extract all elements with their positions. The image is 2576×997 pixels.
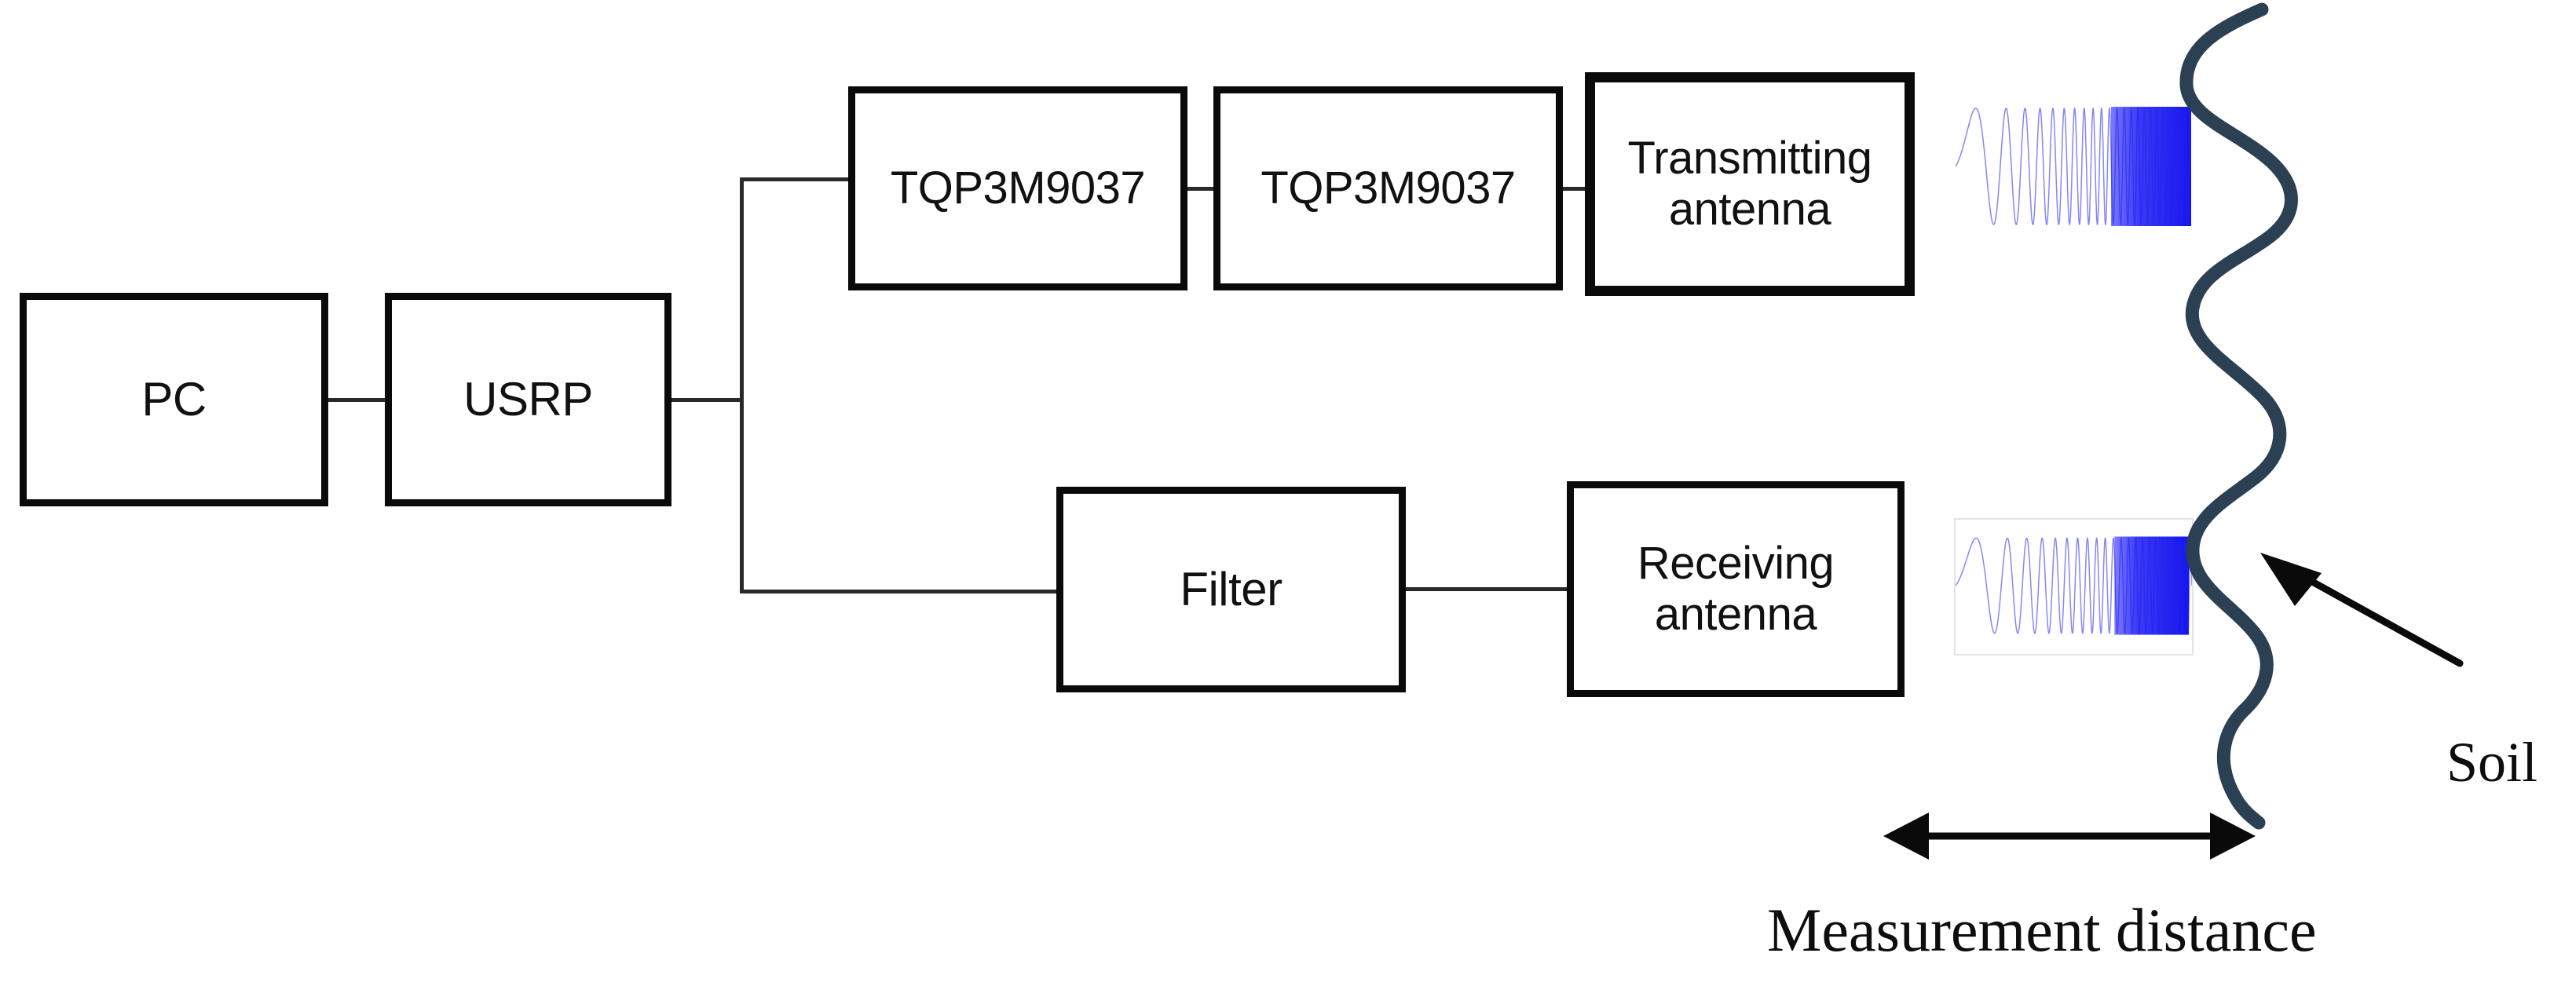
- measurement-distance-label: Measurement distance: [1767, 896, 2317, 964]
- chirp-trace: [1956, 536, 2192, 635]
- wire-pc-to-usrp: [328, 398, 386, 402]
- arrow-head-right-icon: [2210, 813, 2256, 860]
- block-usrp-label: USRP: [463, 373, 593, 426]
- soil-label: Soil: [2446, 731, 2538, 794]
- received-chirp-svg: [1956, 536, 2192, 635]
- wire-usrp-output: [670, 398, 742, 402]
- wire-to-amplifier-1: [740, 177, 851, 181]
- block-transmitting-antenna[interactable]: Transmitting antenna: [1585, 72, 1915, 296]
- soil-pointer-arrow-svg: [2260, 553, 2464, 667]
- chirp-polyline: [1956, 106, 2191, 227]
- wire-to-filter: [740, 590, 1059, 593]
- block-filter[interactable]: Filter: [1056, 487, 1406, 692]
- chirp-trace: [1956, 106, 2191, 227]
- wire-splitter-vertical: [740, 179, 744, 593]
- transmitted-chirp-plot: [1956, 102, 2191, 232]
- block-amplifier-2-label: TQP3M9037: [1261, 162, 1516, 214]
- measurement-distance-arrow: [1877, 809, 2262, 864]
- wire-amp2-to-tx-antenna: [1560, 187, 1588, 191]
- block-amplifier-2[interactable]: TQP3M9037: [1213, 86, 1563, 290]
- measurement-distance-arrow-svg: [1883, 813, 2256, 860]
- transmitted-chirp-svg: [1956, 106, 2191, 227]
- block-receiving-antenna[interactable]: Receiving antenna: [1567, 481, 1905, 697]
- wire-amp1-to-amp2: [1184, 187, 1217, 191]
- block-amplifier-1[interactable]: TQP3M9037: [848, 86, 1187, 290]
- soil-squiggle-path: [2179, 2, 2298, 830]
- wire-filter-to-rx-antenna: [1403, 587, 1570, 591]
- received-chirp-plot: [1954, 518, 2194, 656]
- arrow-head-left-icon: [1883, 813, 1929, 860]
- arrow-shaft: [2296, 571, 2464, 667]
- block-filter-label: Filter: [1180, 563, 1283, 616]
- block-receiving-antenna-label: Receiving antenna: [1637, 537, 1835, 640]
- block-pc-label: PC: [141, 373, 207, 426]
- block-pc[interactable]: PC: [20, 293, 328, 506]
- block-usrp[interactable]: USRP: [385, 293, 671, 506]
- soil-pointer-arrow: [2246, 542, 2474, 683]
- block-amplifier-1-label: TQP3M9037: [890, 162, 1146, 214]
- arrow-head-icon: [2260, 553, 2322, 606]
- chirp-polyline: [1956, 536, 2192, 635]
- block-transmitting-antenna-label: Transmitting antenna: [1627, 132, 1872, 235]
